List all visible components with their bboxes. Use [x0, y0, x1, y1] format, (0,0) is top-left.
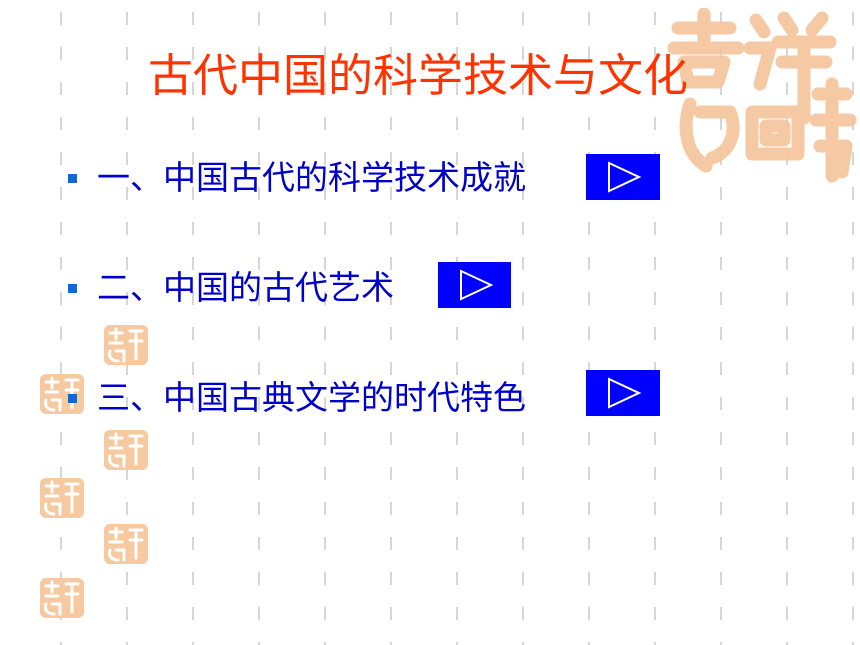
auspicious-seal-small-icon [104, 430, 148, 470]
list-item-label: 三、中国古典文学的时代特色 [97, 378, 526, 417]
play-icon [608, 377, 642, 409]
play-icon [608, 161, 642, 193]
auspicious-seal-large-icon [667, 8, 857, 183]
auspicious-seal-small-icon [104, 524, 148, 564]
play-icon [459, 269, 493, 301]
auspicious-seal-small-icon [104, 325, 148, 365]
auspicious-seal-small-icon [40, 578, 84, 618]
auspicious-seal-small-icon [40, 374, 84, 414]
go-to-classical-literature-button[interactable] [586, 370, 660, 416]
slide-title: 古代中国的科学技术与文化 [148, 49, 689, 102]
list-item-classical-literature: 三、中国古典文学的时代特色 [68, 372, 526, 424]
auspicious-seal-small-icon [40, 478, 84, 518]
bullet-square-icon [68, 283, 77, 293]
go-to-ancient-art-button[interactable] [438, 262, 511, 308]
list-item-science-technology: 一、中国古代的科学技术成就 [68, 152, 526, 204]
list-item-label: 二、中国的古代艺术 [97, 268, 394, 307]
go-to-science-technology-button[interactable] [586, 154, 660, 200]
bullet-square-icon [68, 393, 77, 403]
list-item-label: 一、中国古代的科学技术成就 [97, 158, 526, 197]
bullet-square-icon [68, 173, 77, 183]
list-item-ancient-art: 二、中国的古代艺术 [68, 262, 394, 314]
